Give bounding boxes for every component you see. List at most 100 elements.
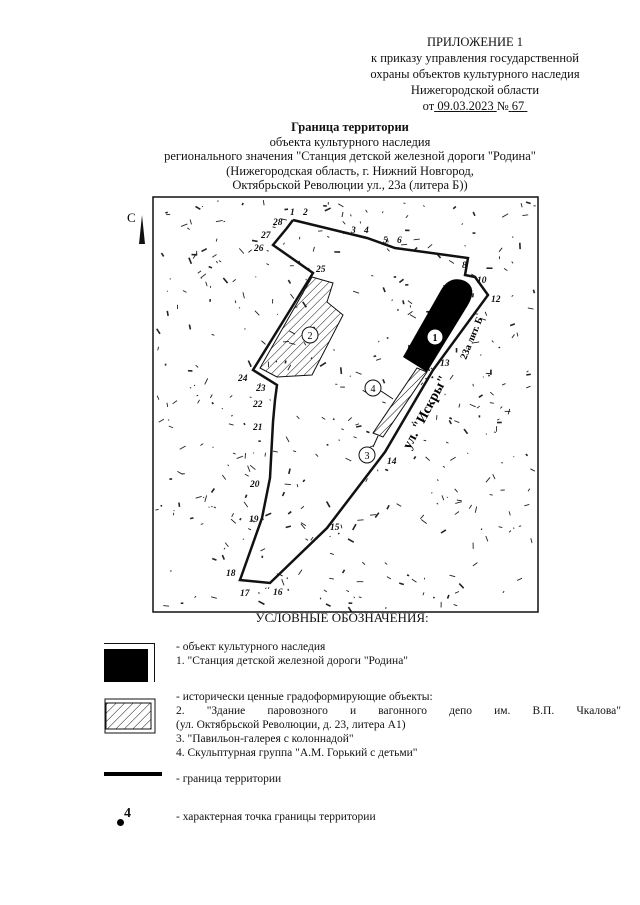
- legend-historic: - исторически ценные градоформирующие об…: [176, 690, 621, 760]
- map-speck: [386, 576, 392, 580]
- map-speck: [502, 590, 505, 594]
- map-speck: [300, 522, 307, 526]
- object-leader-3: [372, 435, 379, 448]
- map-speck: [406, 574, 410, 577]
- map-speck: [461, 223, 464, 225]
- map-speck: [285, 525, 292, 529]
- map-speck: [155, 509, 159, 511]
- map-speck: [242, 538, 245, 540]
- map-speck: [405, 215, 409, 219]
- map-speck: [342, 220, 346, 225]
- map-speck: [445, 441, 449, 444]
- map-speck: [262, 518, 264, 521]
- map-speck: [427, 243, 433, 249]
- appendix-title: ПРИЛОЖЕНИЕ 1: [426, 35, 524, 49]
- map-speck: [269, 399, 271, 401]
- boundary-point-label: 19: [249, 515, 259, 525]
- map-speck: [464, 245, 466, 247]
- map-speck: [474, 506, 478, 513]
- map-speck: [347, 538, 355, 543]
- north-label: С: [127, 210, 136, 225]
- map-speck: [261, 340, 266, 345]
- map-speck: [468, 504, 473, 509]
- map-speck: [437, 479, 439, 482]
- map-speck: [201, 205, 204, 208]
- map-speck: [350, 214, 352, 217]
- object-label-3: 3: [365, 451, 370, 462]
- order-line-1: к приказу управления государственной: [371, 51, 579, 65]
- map-speck: [527, 307, 534, 310]
- map-speck: [503, 268, 508, 272]
- map-speck: [243, 422, 246, 426]
- map-speck: [244, 494, 248, 499]
- map-speck: [329, 577, 335, 580]
- map-speck: [448, 420, 452, 425]
- object-leader-4: [380, 390, 394, 400]
- boundary-point-label: 24: [237, 374, 248, 384]
- map-speck: [218, 260, 222, 263]
- map-speck: [511, 334, 515, 339]
- legend-item-2-word: В.П.: [532, 705, 555, 717]
- map-speck: [479, 354, 482, 356]
- map-speck: [213, 506, 217, 509]
- order-line-3: Нижегородской области: [410, 83, 540, 97]
- map-speck: [498, 526, 503, 528]
- map-speck: [420, 519, 427, 524]
- map-speck: [189, 219, 192, 225]
- map-speck: [319, 361, 327, 367]
- map-speck: [160, 252, 165, 257]
- map-speck: [217, 200, 219, 202]
- map-speck: [200, 443, 204, 446]
- map-speck: [195, 496, 202, 499]
- map-speck: [168, 425, 174, 429]
- order-date: 09.03.2023: [437, 99, 494, 113]
- map-speck: [221, 554, 226, 560]
- map-speck: [382, 287, 386, 293]
- map-speck: [251, 239, 258, 243]
- boundary-point-label: 16: [273, 588, 283, 598]
- map-speck: [358, 596, 362, 599]
- map-speck: [493, 431, 497, 433]
- map-speck: [264, 452, 266, 457]
- map-speck: [193, 384, 196, 387]
- map-speck: [281, 579, 285, 586]
- map-speck: [365, 478, 368, 482]
- map-speck: [211, 557, 217, 561]
- map-speck: [339, 367, 343, 374]
- map-speck: [315, 453, 319, 457]
- map-speck: [332, 418, 335, 421]
- map-speck: [525, 453, 529, 457]
- map-speck: [280, 218, 287, 221]
- map-speck: [424, 377, 427, 380]
- map-speck: [211, 401, 215, 405]
- boundary-point-label: 6: [397, 236, 402, 246]
- map-speck: [236, 455, 244, 459]
- map-speck: [478, 394, 484, 399]
- map-speck: [172, 400, 178, 405]
- map-speck: [391, 299, 394, 301]
- map-speck: [365, 209, 368, 213]
- map-speck: [327, 235, 330, 238]
- order-line-2: охраны объектов культурного наследия: [370, 67, 580, 81]
- map-speck: [469, 403, 476, 408]
- map-speck: [337, 532, 340, 535]
- map-speck: [157, 346, 160, 351]
- map-speck: [287, 588, 290, 591]
- map-speck: [508, 530, 512, 533]
- map-speck: [173, 509, 175, 512]
- map-speck: [449, 374, 454, 380]
- map-speck: [273, 450, 278, 453]
- map-speck: [189, 387, 192, 389]
- boundary-point-label: 10: [477, 276, 487, 286]
- map-speck: [353, 596, 356, 599]
- legend-heritage-symbol: [104, 643, 155, 682]
- map-speck: [472, 211, 476, 217]
- map-speck: [238, 248, 245, 254]
- map-speck: [211, 505, 213, 508]
- base-map-texture: [155, 199, 536, 613]
- legend-heritage-fill: [104, 649, 148, 682]
- map-speck: [454, 511, 460, 515]
- map-speck: [374, 512, 380, 518]
- map-speck: [195, 364, 199, 368]
- boundary-point-label: 27: [260, 231, 272, 241]
